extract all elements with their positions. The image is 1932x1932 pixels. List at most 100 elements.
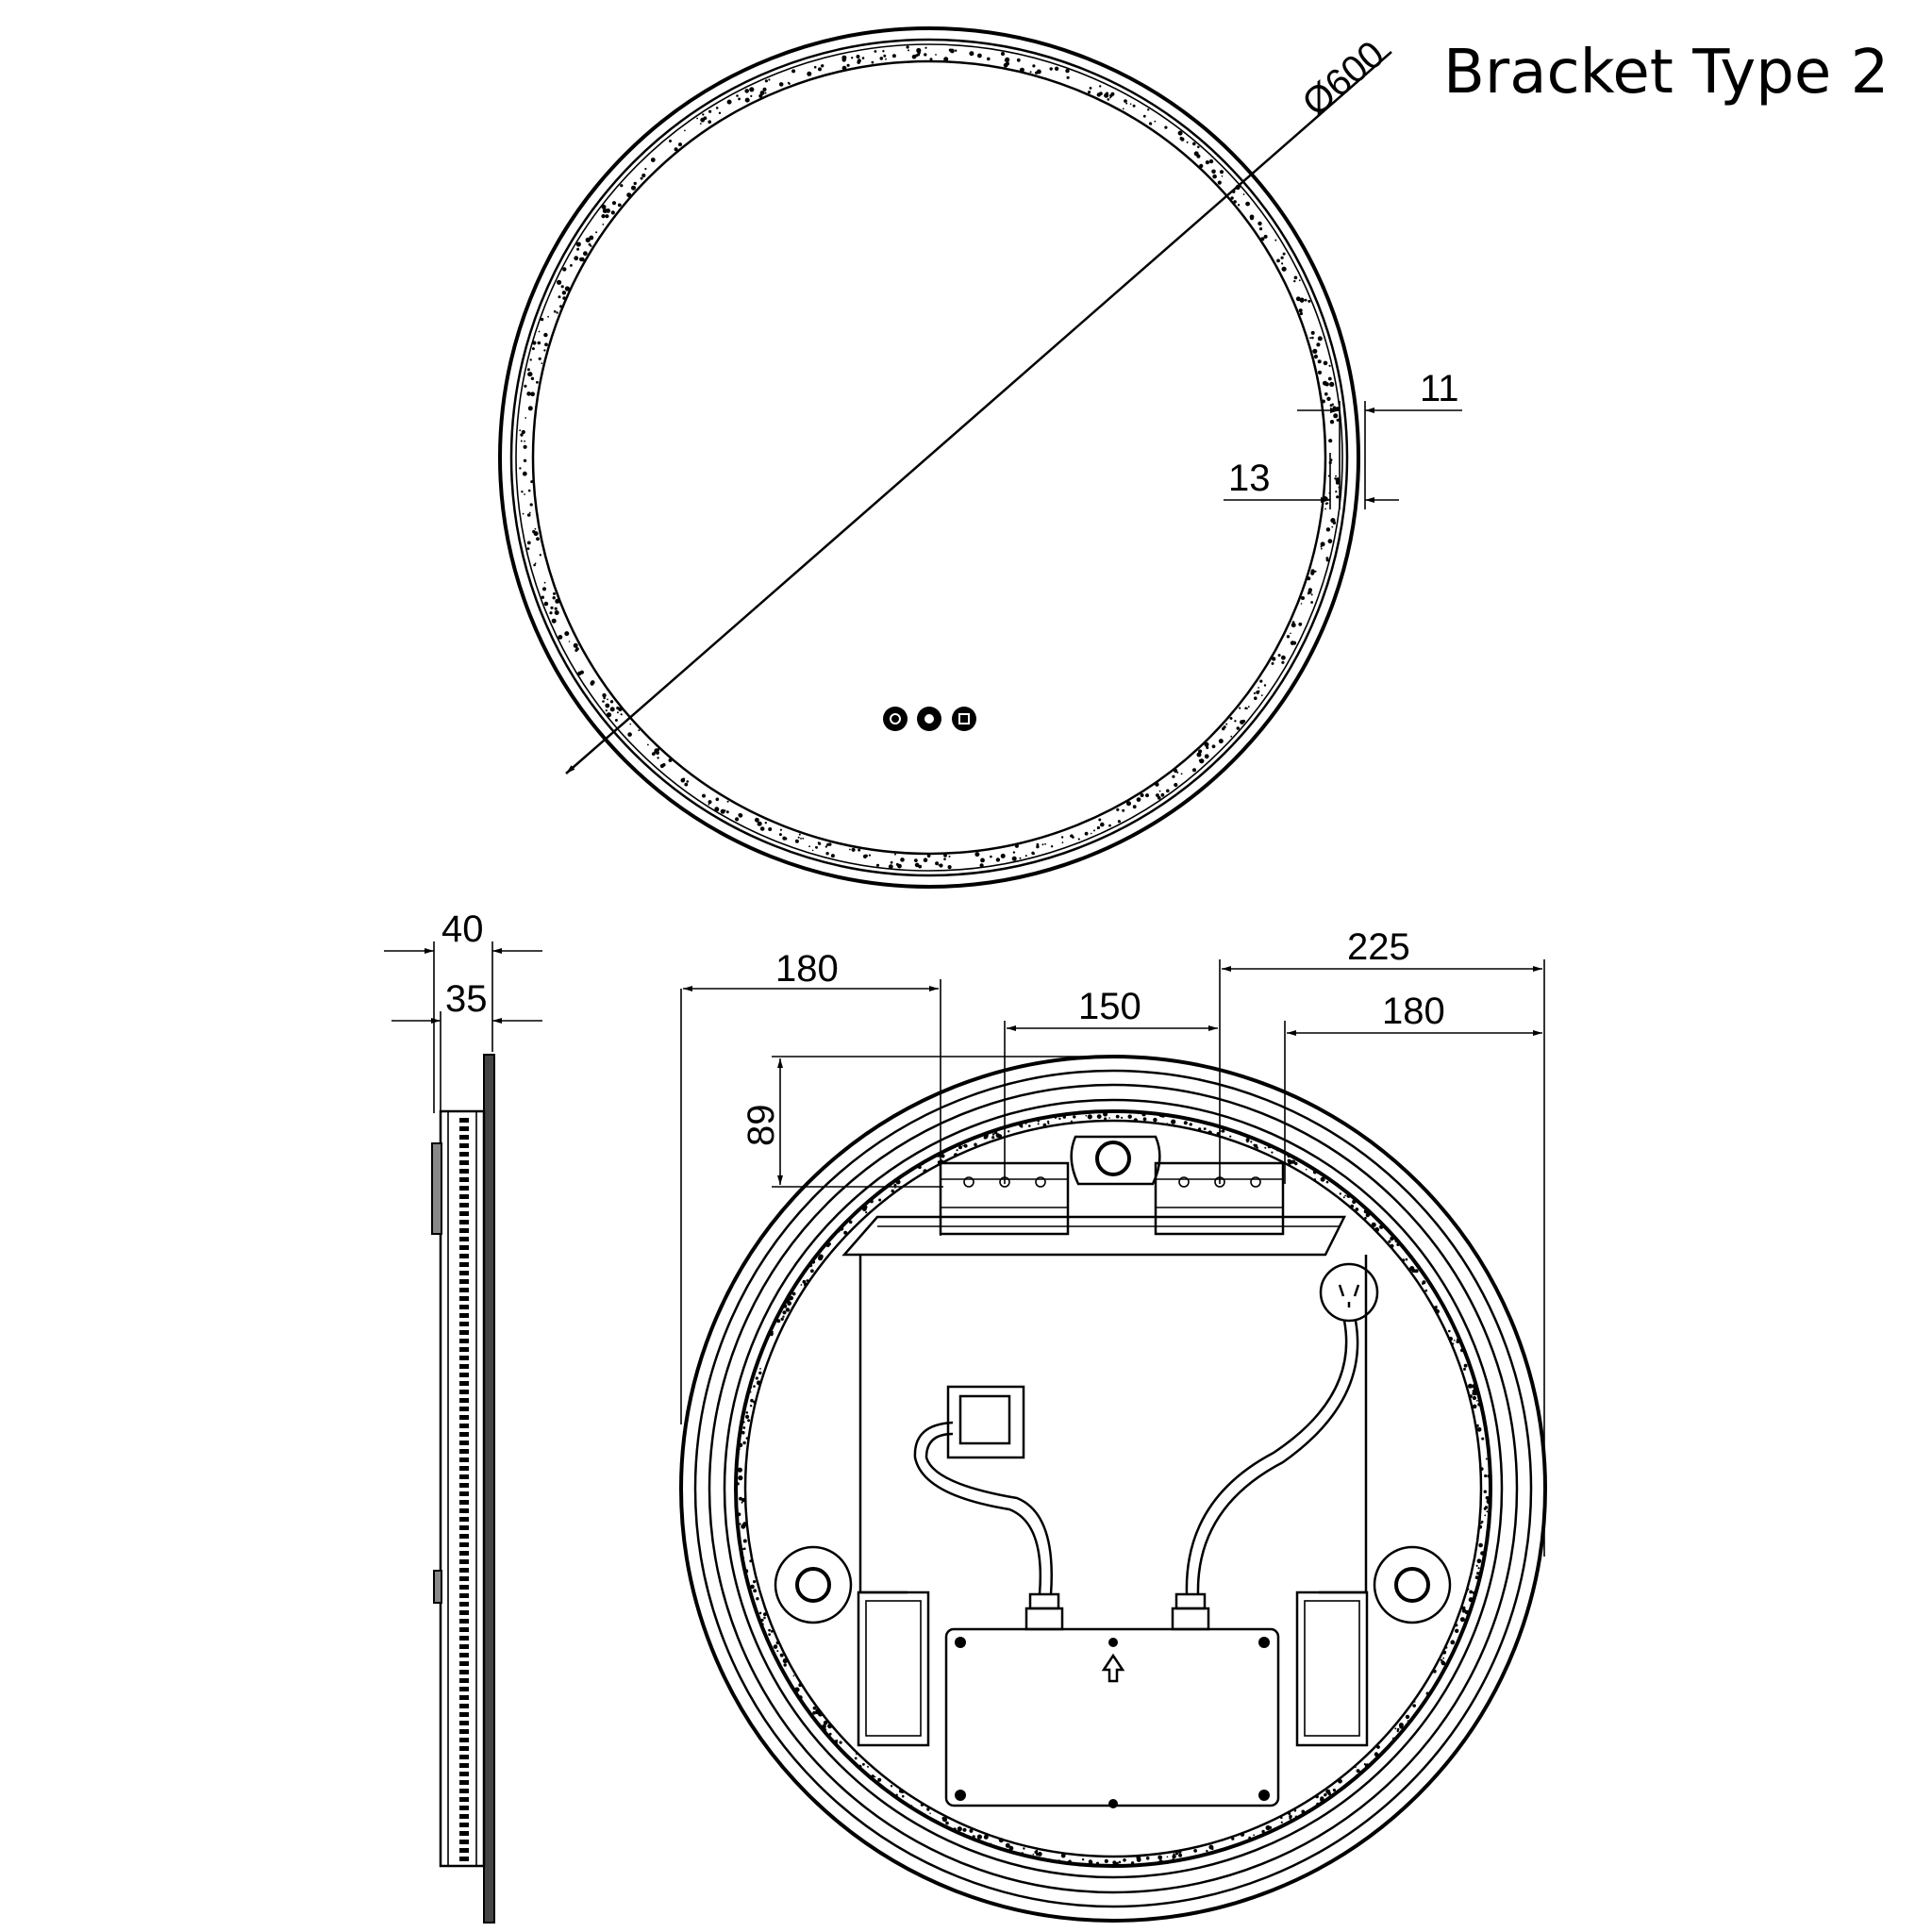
led-speck: [1301, 1809, 1306, 1814]
led-speck: [620, 713, 623, 716]
led-speck: [1287, 1158, 1291, 1162]
led-speck: [553, 309, 557, 313]
led-speck: [1257, 221, 1262, 226]
led-speck: [1461, 1608, 1467, 1613]
led-speck: [590, 681, 594, 686]
led-speck: [1339, 1192, 1342, 1195]
led-speck: [1263, 684, 1267, 687]
led-speck: [520, 433, 524, 437]
led-speck: [725, 810, 729, 814]
led-speck: [874, 1775, 876, 1778]
led-speck: [962, 1144, 964, 1147]
led-speck: [1293, 1809, 1297, 1812]
led-speck: [943, 57, 949, 62]
led-speck: [1442, 1650, 1447, 1655]
led-speck: [759, 826, 765, 831]
led-speck: [1260, 694, 1263, 696]
led-speck: [901, 1794, 905, 1798]
led-speck: [540, 317, 544, 322]
led-speck: [1145, 793, 1149, 798]
led-speck: [991, 1133, 995, 1136]
led-speck: [669, 140, 672, 142]
led-speck: [556, 311, 558, 314]
led-speck: [552, 596, 556, 600]
led-speck: [1246, 1140, 1249, 1143]
led-speck: [1203, 1127, 1207, 1130]
led-speck: [1189, 1123, 1192, 1126]
led-speck: [1158, 1859, 1163, 1864]
bracket-height-dimension: 89: [741, 1056, 1127, 1188]
led-speck: [1469, 1394, 1473, 1398]
led-speck: [532, 341, 537, 345]
led-speck: [606, 712, 612, 718]
led-speck: [745, 1414, 750, 1419]
led-speck: [526, 368, 530, 372]
led-speck: [810, 1269, 814, 1274]
led-speck: [614, 719, 618, 722]
led-speck: [1230, 196, 1234, 200]
led-speck: [715, 107, 719, 109]
led-speck: [1192, 142, 1196, 146]
led-speck: [900, 858, 905, 862]
led-speck: [1459, 1617, 1465, 1623]
led-speck: [739, 1496, 742, 1501]
led-speck: [769, 1331, 774, 1337]
led-speck: [1229, 1135, 1232, 1138]
led-speck: [609, 700, 614, 704]
led-speck: [1095, 1861, 1100, 1865]
led-speck: [1100, 822, 1105, 827]
led-speck: [530, 480, 534, 484]
led-dash: [459, 1288, 469, 1292]
led-dash: [459, 1712, 469, 1717]
led-speck: [605, 703, 610, 708]
led-speck: [764, 92, 767, 94]
led-speck: [1483, 1490, 1488, 1493]
led-dash: [459, 1186, 469, 1191]
led-speck: [602, 224, 605, 225]
led-speck: [1088, 91, 1091, 94]
led-speck: [939, 863, 943, 868]
led-dash: [459, 1559, 469, 1564]
led-speck: [753, 1385, 756, 1388]
led-speck: [1328, 439, 1333, 443]
back-ring-2: [693, 1069, 1533, 1908]
led-speck: [1469, 1590, 1474, 1594]
led-speck: [522, 512, 525, 515]
led-band-outer: [515, 43, 1343, 872]
led-speck: [1166, 1123, 1169, 1124]
led-speck: [756, 1597, 759, 1601]
led-speck: [924, 46, 927, 49]
led-speck: [1310, 593, 1313, 596]
led-dash: [459, 1508, 469, 1513]
side-view: 40 35: [384, 908, 542, 1924]
led-speck: [684, 782, 689, 787]
led-speck: [559, 305, 563, 308]
led-speck: [824, 1722, 827, 1724]
led-speck: [812, 1710, 816, 1715]
led-speck: [806, 1279, 809, 1282]
led-speck: [519, 467, 522, 470]
led-speck: [1457, 1341, 1459, 1343]
led-speck: [1109, 93, 1113, 98]
led-speck: [562, 267, 567, 272]
led-speck: [1327, 376, 1332, 381]
led-speck: [736, 1482, 740, 1486]
led-speck: [1488, 1495, 1491, 1500]
led-speck: [1330, 518, 1336, 524]
led-speck: [1456, 1339, 1458, 1341]
led-dash: [459, 1262, 469, 1267]
led-speck: [1388, 1240, 1391, 1243]
led-speck: [1253, 691, 1256, 695]
led-speck: [557, 279, 562, 285]
led-speck: [1197, 1127, 1202, 1131]
led-speck: [1477, 1567, 1480, 1570]
led-dash: [459, 1211, 469, 1216]
led-dash: [459, 1593, 469, 1598]
led-speck: [921, 1162, 924, 1166]
led-dash: [459, 1279, 469, 1284]
led-speck: [1204, 754, 1209, 759]
led-speck: [914, 858, 918, 862]
led-speck: [562, 296, 566, 300]
led-speck: [1336, 418, 1340, 422]
led-speck: [1435, 1308, 1440, 1314]
